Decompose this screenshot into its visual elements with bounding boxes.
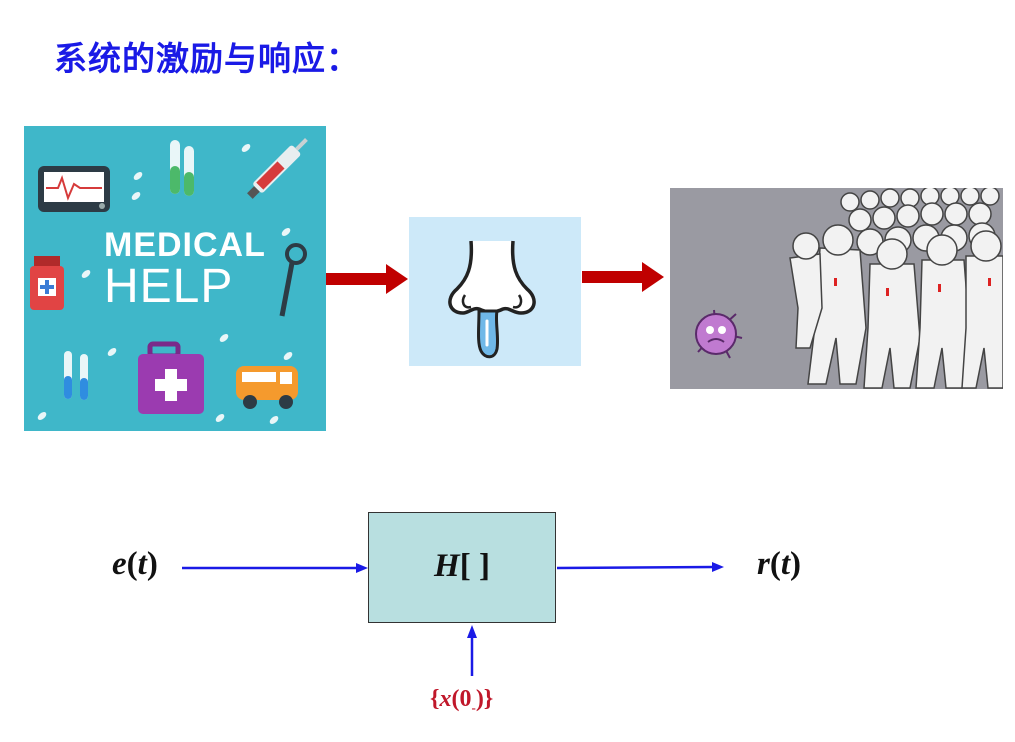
- initial-var: x: [439, 686, 452, 712]
- first-aid-kit-icon: [138, 341, 204, 414]
- syringe-icon: [247, 138, 308, 199]
- medical-help-image: MEDICAL HELP: [24, 126, 326, 431]
- output-signal-arrow: [556, 562, 724, 572]
- help-word: HELP: [104, 260, 234, 313]
- output-signal-label: r(t): [757, 546, 802, 582]
- runny-nose-image: [409, 217, 581, 366]
- medical-workers-fight-virus-image: [670, 188, 1003, 389]
- input-signal-label: e(t): [112, 546, 158, 582]
- page-title: 系统的激励与响应：: [54, 39, 360, 78]
- initial-state-label: {x(0-)}: [430, 686, 494, 715]
- virus-icon: [695, 309, 743, 359]
- input-signal-arrow: [182, 563, 368, 573]
- heart-monitor-icon: [38, 166, 110, 212]
- system-var: H: [434, 548, 460, 584]
- input-arg: t: [137, 546, 147, 582]
- system-block: H[ ]: [368, 512, 556, 623]
- vial-icon: [64, 351, 88, 400]
- medical-word: MEDICAL: [104, 226, 266, 264]
- pill-bottle-icon: [30, 256, 64, 310]
- mucus-drip-icon: [477, 309, 500, 359]
- pill-icon: [37, 144, 293, 424]
- initial-arg: 0: [459, 686, 472, 712]
- red-arrow-right: [582, 262, 664, 292]
- input-var: e: [112, 546, 127, 582]
- test-tube-icon: [170, 140, 194, 196]
- red-arrow-right: [326, 264, 408, 294]
- system-label: H[ ]: [369, 548, 555, 585]
- crowd-icon: [789, 188, 1003, 389]
- otoscope-icon: [279, 243, 307, 317]
- output-arg: t: [780, 546, 791, 582]
- ambulance-icon: [236, 366, 298, 409]
- output-var: r: [757, 546, 770, 582]
- system-brackets: [ ]: [459, 548, 490, 584]
- red-cross-marks: [834, 278, 991, 296]
- initial-state-arrow: [467, 625, 477, 676]
- initial-sub: -: [471, 699, 476, 715]
